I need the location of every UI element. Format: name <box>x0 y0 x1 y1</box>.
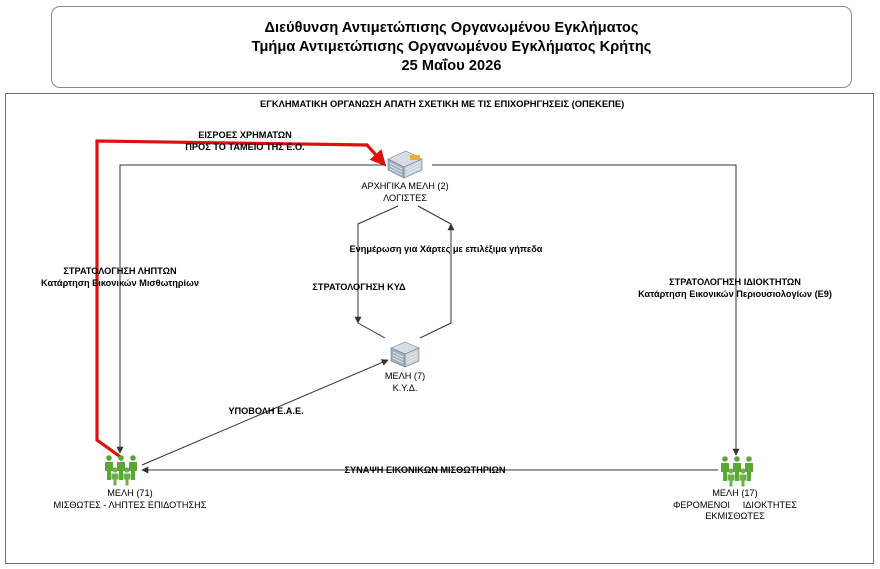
recruit-kyd-line <box>354 205 399 324</box>
recruit-recipients-line-1: ΣΤΡΑΤΟΛΟΓΗΣΗ ΛΗΠΤΩΝ <box>63 266 177 276</box>
money-flow-line-1: ΕΙΣΡΟΕΣ ΧΡΗΜΑΤΩΝ <box>198 130 292 140</box>
kyd-label-2: Κ.Υ.Δ. <box>392 382 418 393</box>
leases-label: ΣΥΝΑΨΗ ΕΙΚΟΝΙΚΩΝ ΜΙΣΘΩΤΗΡΙΩΝ <box>344 465 506 475</box>
diagram-title: ΕΓΚΛΗΜΑΤΙΚΗ ΟΡΓΑΝΩΣΗ ΑΠΑΤΗ ΣΧΕΤΙΚΗ ΜΕ ΤΙ… <box>260 98 625 109</box>
money-flow-label: ΕΙΣΡΟΕΣ ΧΡΗΜΑΤΩΝ ΠΡΟΣ ΤΟ ΤΑΜΕΙΟ ΤΗΣ Ε.Ο. <box>160 130 330 153</box>
recipients-label-2: ΜΙΣΘΩΤΕΣ - ΛΗΠΤΕΣ ΕΠΙΔΟΤΗΣΗΣ <box>53 499 207 510</box>
people-group-icon <box>105 455 137 486</box>
submission-line <box>141 359 389 466</box>
submission-label: ΥΠΟΒΟΛΗ Ε.Α.Ε. <box>228 406 304 416</box>
owners-label-2: ΦΕΡΟΜΕΝΟΙ ΙΔΙΟΚΤΗΤΕΣ <box>673 499 797 510</box>
owners-label-1: ΜΕΛΗ (17) <box>712 488 758 498</box>
recruit-recipients-label: ΣΤΡΑΤΟΛΟΓΗΣΗ ΛΗΠΤΩΝ Κατάρτηση Εικονικών … <box>10 266 230 289</box>
leaders-label-2: ΛΟΓΙΣΤΕΣ <box>383 192 427 203</box>
owners-label: ΜΕΛΗ (17) ΦΕΡΟΜΕΝΟΙ ΙΔΙΟΚΤΗΤΕΣ ΕΚΜΙΣΘΩΤΕ… <box>655 488 815 523</box>
recipients-label: ΜΕΛΗ (71) ΜΙΣΘΩΤΕΣ - ΛΗΠΤΕΣ ΕΠΙΔΟΤΗΣΗΣ <box>50 488 210 511</box>
recruit-owners-label: ΣΤΡΑΤΟΛΟΓΗΣΗ ΙΔΙΟΚΤΗΤΩΝ Κατάρτηση Εικονι… <box>600 277 870 300</box>
header-line-1: Διεύθυνση Αντιμετώπισης Οργανωμένου Εγκλ… <box>264 19 639 36</box>
recipients-label-1: ΜΕΛΗ (71) <box>107 488 153 498</box>
owners-label-3: ΕΚΜΙΣΘΩΤΕΣ <box>705 511 765 521</box>
money-flow-line <box>95 139 387 460</box>
recruit-recipients-line-2: Κατάρτηση Εικονικών Μισθωτηρίων <box>41 277 199 288</box>
recruit-owners-line-2: Κατάρτηση Εικονικών Περιουσιολογίων (Ε9) <box>638 288 832 299</box>
recruit-owners-line <box>432 164 740 456</box>
building-icon <box>387 150 423 179</box>
diagram-frame <box>5 93 874 564</box>
money-flow-line-2: ΠΡΟΣ ΤΟ ΤΑΜΕΙΟ ΤΗΣ Ε.Ο. <box>185 141 305 152</box>
people-group-icon <box>721 456 753 487</box>
recruit-owners-line-1: ΣΤΡΑΤΟΛΟΓΗΣΗ ΙΔΙΟΚΤΗΤΩΝ <box>669 277 801 287</box>
leaders-label-1: ΑΡΧΗΓΙΚΑ ΜΕΛΗ (2) <box>361 181 449 191</box>
header-date: 25 Μαΐου 2026 <box>401 57 502 74</box>
update-label: Ενημέρωση για Χάρτες με επιλέξιμα γήπεδα <box>349 244 543 254</box>
recruit-recipients-line <box>116 164 386 454</box>
building-icon <box>390 341 420 368</box>
header-line-2: Τμήμα Αντιμετώπισης Οργανωμένου Εγκλήματ… <box>251 38 652 55</box>
header-box: Διεύθυνση Αντιμετώπισης Οργανωμένου Εγκλ… <box>51 6 852 88</box>
update-top <box>417 205 452 225</box>
kyd-label: ΜΕΛΗ (7) Κ.Υ.Δ. <box>355 371 455 394</box>
leaders-label: ΑΡΧΗΓΙΚΑ ΜΕΛΗ (2) ΛΟΓΙΣΤΕΣ <box>340 181 470 204</box>
kyd-label-1: ΜΕΛΗ (7) <box>384 371 426 381</box>
update-line <box>419 223 455 339</box>
recruit-kyd-bottom <box>357 322 386 339</box>
recruit-kyd-label: ΣΤΡΑΤΟΛΟΓΗΣΗ ΚΥΔ <box>312 282 406 292</box>
